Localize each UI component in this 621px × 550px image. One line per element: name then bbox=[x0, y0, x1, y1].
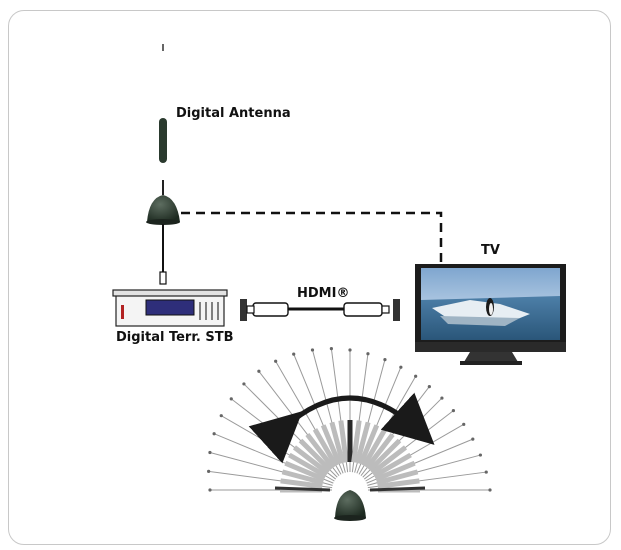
fan-ray-tip bbox=[329, 347, 333, 351]
fan-ray-tip bbox=[414, 374, 418, 378]
rotating-antenna-base-icon bbox=[334, 490, 366, 521]
fan-ray-tip bbox=[257, 369, 261, 373]
antenna-icon bbox=[146, 118, 180, 225]
fan-segment bbox=[280, 478, 323, 489]
hdmi-cable-icon bbox=[240, 299, 400, 321]
fan-segment bbox=[281, 469, 324, 486]
fan-segment bbox=[376, 469, 419, 486]
fan-ray-tip bbox=[292, 352, 296, 356]
reception-fan bbox=[207, 347, 492, 493]
fan-ray-tip bbox=[242, 382, 246, 386]
fan-ray-tip bbox=[451, 409, 456, 413]
fan-ray-tip bbox=[471, 437, 475, 441]
fan-segment bbox=[377, 478, 420, 489]
fan-ray-tip bbox=[383, 358, 387, 362]
fan-base-ray bbox=[369, 486, 426, 492]
fan-ray-tip bbox=[310, 348, 315, 352]
fan-ray-tip bbox=[488, 488, 492, 492]
antenna-label: Digital Antenna bbox=[176, 106, 291, 121]
fan-ray-tip bbox=[462, 422, 466, 426]
rotation-arrow-icon bbox=[248, 392, 435, 464]
fan-segment bbox=[284, 460, 326, 482]
stb-label: Digital Terr. STB bbox=[116, 330, 234, 345]
fan-ray-tip bbox=[208, 488, 212, 492]
fan-ray-tip bbox=[212, 432, 216, 436]
antenna-to-stb-cable bbox=[159, 224, 167, 285]
antenna-to-tv-cable bbox=[181, 211, 443, 264]
tv-icon bbox=[415, 264, 566, 365]
fan-ray-tip bbox=[427, 384, 431, 389]
fan-segment bbox=[374, 460, 416, 482]
fan-ray-tip bbox=[207, 469, 211, 473]
hdmi-label: HDMI® bbox=[297, 286, 350, 301]
fan-ray-tip bbox=[478, 453, 482, 457]
fan-ray-tip bbox=[274, 359, 278, 363]
fan-ray-tip bbox=[366, 352, 370, 356]
fan-ray-tip bbox=[219, 414, 223, 418]
fan-ray-tip bbox=[440, 396, 444, 400]
fan-ray-tip bbox=[208, 450, 212, 455]
fan-ray-tip bbox=[399, 365, 403, 369]
fan-ray-tip bbox=[348, 348, 352, 352]
fan-base-ray bbox=[274, 486, 331, 492]
diagram-frame bbox=[8, 10, 611, 545]
fan-ray-tip bbox=[229, 397, 233, 401]
fan-ray-tip bbox=[484, 470, 488, 474]
set-top-box-icon bbox=[112, 289, 228, 327]
tv-label: TV bbox=[481, 243, 500, 258]
